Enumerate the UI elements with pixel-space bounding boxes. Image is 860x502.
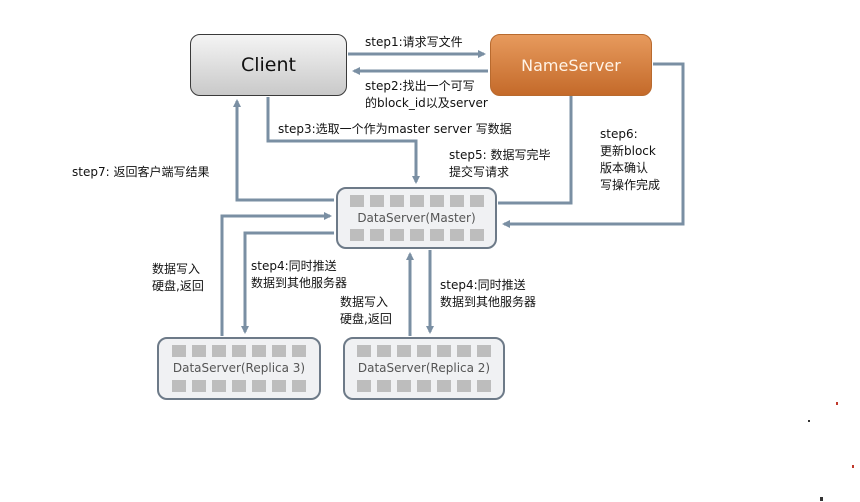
label-line: 硬盘,返回 bbox=[340, 312, 392, 326]
dataserver-replica3-node: DataServer(Replica 3) bbox=[157, 337, 321, 400]
label-step2: step2:找出一个可写 的block_id以及server bbox=[365, 78, 488, 112]
replica3-label: DataServer(Replica 3) bbox=[172, 361, 306, 375]
disk-block-icon bbox=[292, 345, 306, 357]
disk-blocks-top bbox=[159, 345, 319, 357]
disk-block-icon bbox=[272, 380, 286, 392]
edge-step4a bbox=[241, 231, 334, 334]
disk-block-icon bbox=[272, 345, 286, 357]
disk-block-icon bbox=[389, 229, 404, 241]
client-label: Client bbox=[240, 54, 296, 76]
disk-block-icon bbox=[232, 380, 246, 392]
disk-block-icon bbox=[409, 229, 424, 241]
stray-marks bbox=[808, 402, 854, 501]
disk-block-icon bbox=[437, 345, 451, 357]
disk-block-icon bbox=[477, 380, 491, 392]
dataserver-replica2-node: DataServer(Replica 2) bbox=[343, 337, 505, 400]
label-line: 写操作完成 bbox=[600, 178, 661, 192]
disk-block-icon bbox=[357, 345, 371, 357]
label-step6: step6: 更新block 版本确认 写操作完成 bbox=[600, 126, 660, 194]
edge-step6 bbox=[502, 62, 685, 228]
label-line: 数据到其他服务器 bbox=[251, 276, 348, 290]
disk-block-icon bbox=[349, 229, 364, 241]
label-step1: step1:请求写文件 bbox=[365, 34, 463, 51]
disk-block-icon bbox=[252, 345, 266, 357]
label-line: 提交写请求 bbox=[449, 165, 510, 179]
disk-block-icon bbox=[417, 380, 431, 392]
disk-block-icon bbox=[357, 380, 371, 392]
label-step7: step7: 返回客户端写结果 bbox=[72, 164, 209, 181]
disk-blocks-bottom bbox=[159, 380, 319, 392]
disk-block-icon bbox=[369, 195, 384, 207]
disk-block-icon bbox=[469, 229, 484, 241]
label-step5: step5: 数据写完毕 提交写请求 bbox=[449, 147, 550, 181]
disk-block-icon bbox=[369, 229, 384, 241]
label-line: step4:同时推送 bbox=[251, 259, 337, 273]
disk-block-icon bbox=[397, 380, 411, 392]
disk-block-icon bbox=[212, 345, 226, 357]
disk-blocks-bottom bbox=[345, 380, 503, 392]
disk-block-icon bbox=[397, 345, 411, 357]
disk-block-icon bbox=[417, 345, 431, 357]
label-line: step1:请求写文件 bbox=[365, 35, 463, 49]
label-line: step7: 返回客户端写结果 bbox=[72, 165, 210, 179]
dataserver-master-node: DataServer(Master) bbox=[336, 187, 497, 249]
disk-block-icon bbox=[292, 380, 306, 392]
disk-block-icon bbox=[477, 345, 491, 357]
disk-blocks-bottom bbox=[338, 229, 495, 241]
label-line: step3:选取一个作为master server 写数据 bbox=[278, 122, 512, 136]
nameserver-node: NameServer bbox=[490, 34, 652, 96]
replica2-label: DataServer(Replica 2) bbox=[357, 361, 491, 375]
disk-block-icon bbox=[449, 229, 464, 241]
disk-block-icon bbox=[429, 195, 444, 207]
disk-block-icon bbox=[172, 380, 186, 392]
label-ret3: 数据写入 硬盘,返回 bbox=[152, 261, 204, 295]
label-line: 版本确认 bbox=[600, 161, 649, 175]
client-node: Client bbox=[190, 34, 347, 96]
disk-block-icon bbox=[429, 229, 444, 241]
disk-block-icon bbox=[437, 380, 451, 392]
label-step4a: step4:同时推送 数据到其他服务器 bbox=[251, 258, 347, 292]
disk-block-icon bbox=[192, 345, 206, 357]
label-line: 数据写入 bbox=[340, 295, 389, 309]
disk-block-icon bbox=[232, 345, 246, 357]
label-line: step4:同时推送 bbox=[440, 278, 526, 292]
label-line: 硬盘,返回 bbox=[152, 279, 204, 293]
label-line: 的block_id以及server bbox=[365, 96, 488, 110]
disk-block-icon bbox=[349, 195, 364, 207]
disk-blocks-top bbox=[338, 195, 495, 207]
disk-block-icon bbox=[172, 345, 186, 357]
label-line: 更新block bbox=[600, 144, 656, 158]
disk-block-icon bbox=[457, 380, 471, 392]
master-label: DataServer(Master) bbox=[357, 211, 476, 225]
label-step3: step3:选取一个作为master server 写数据 bbox=[278, 121, 512, 138]
disk-block-icon bbox=[457, 345, 471, 357]
disk-block-icon bbox=[252, 380, 266, 392]
label-line: step5: 数据写完毕 bbox=[449, 148, 551, 162]
disk-block-icon bbox=[377, 345, 391, 357]
disk-blocks-top bbox=[345, 345, 503, 357]
nameserver-label: NameServer bbox=[521, 55, 621, 75]
disk-block-icon bbox=[389, 195, 404, 207]
label-line: step6: bbox=[600, 127, 638, 141]
label-line: step2:找出一个可写 bbox=[365, 79, 475, 93]
edge-step7 bbox=[233, 99, 334, 202]
label-ret2: 数据写入 硬盘,返回 bbox=[340, 294, 392, 328]
disk-block-icon bbox=[192, 380, 206, 392]
edge-step5 bbox=[498, 88, 575, 205]
edge-step3 bbox=[266, 97, 420, 184]
edge-ret3 bbox=[220, 212, 332, 336]
disk-block-icon bbox=[409, 195, 424, 207]
label-step4b: step4:同时推送 数据到其他服务器 bbox=[440, 277, 536, 311]
label-line: 数据到其他服务器 bbox=[440, 295, 537, 309]
disk-block-icon bbox=[377, 380, 391, 392]
label-line: 数据写入 bbox=[152, 262, 201, 276]
disk-block-icon bbox=[212, 380, 226, 392]
disk-block-icon bbox=[469, 195, 484, 207]
disk-block-icon bbox=[449, 195, 464, 207]
